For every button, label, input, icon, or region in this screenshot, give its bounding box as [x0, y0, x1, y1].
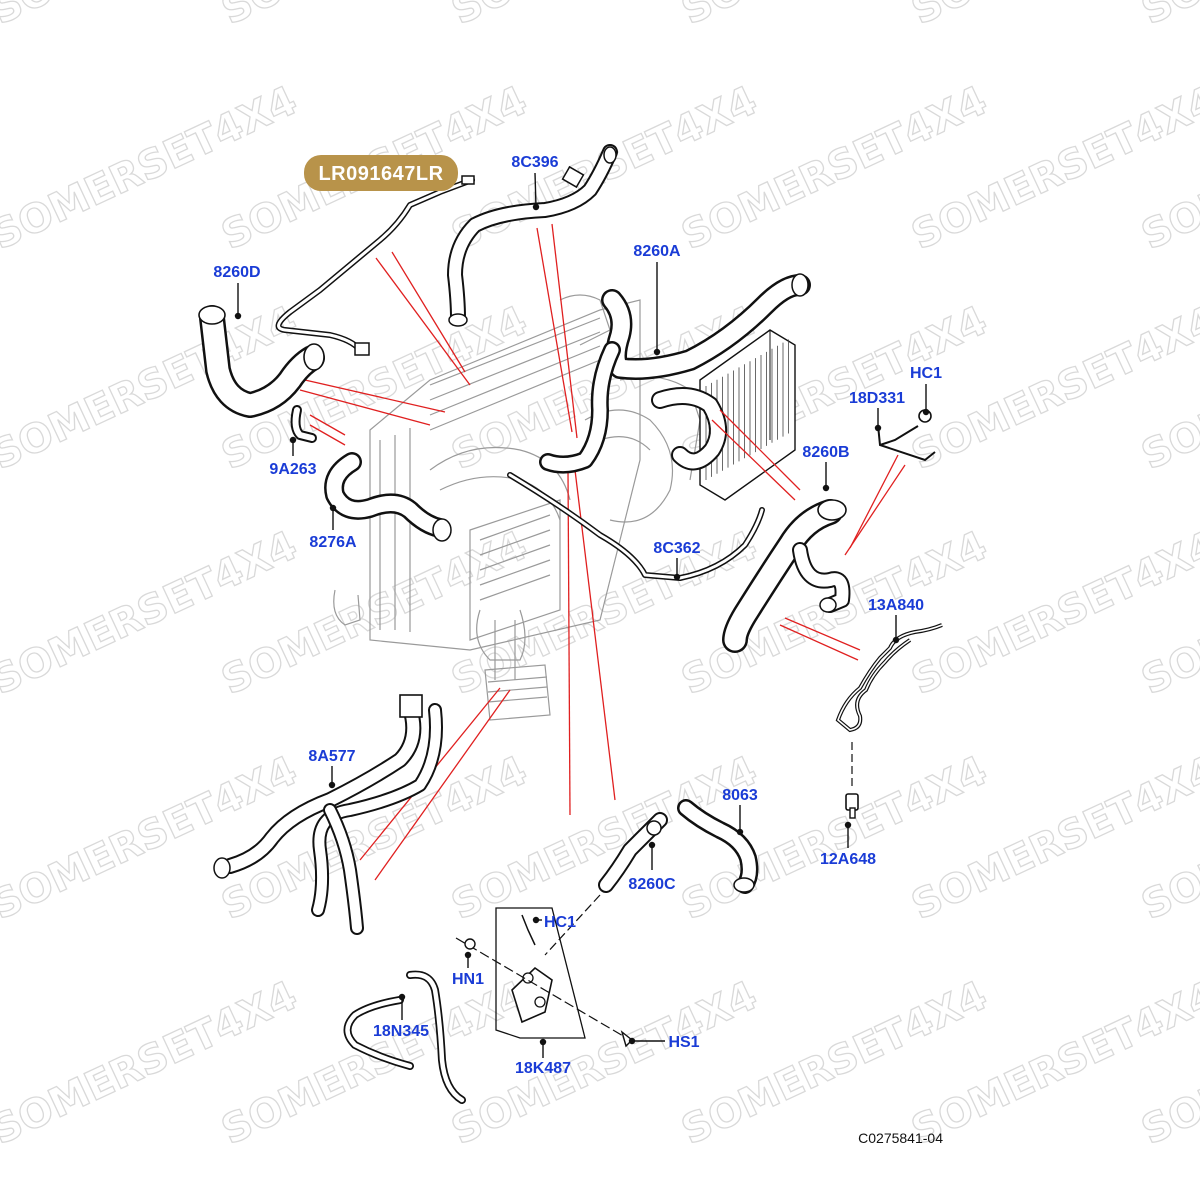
- label-18n345[interactable]: 18N345: [373, 1023, 429, 1040]
- part-number-badge[interactable]: LR091647LR: [304, 155, 458, 191]
- leaders: [234, 172, 930, 1058]
- hose-8c362[interactable]: [507, 472, 765, 581]
- valve-18k487[interactable]: [455, 907, 631, 1041]
- intercooler: [651, 329, 796, 501]
- label-8260a[interactable]: 8260A: [633, 243, 681, 260]
- hose-8260b[interactable]: [722, 499, 851, 653]
- label-8260c[interactable]: 8260C: [628, 876, 676, 893]
- sensor-12a648[interactable]: [845, 793, 859, 819]
- watermark-text: SOMERSET4X4: [1135, 0, 1200, 34]
- hose-8a577[interactable]: [213, 694, 443, 935]
- label-hs1[interactable]: HS1: [668, 1034, 699, 1051]
- hose-9a263[interactable]: [290, 405, 317, 443]
- label-8260b[interactable]: 8260B: [802, 444, 849, 461]
- label-8c396[interactable]: 8C396: [511, 154, 558, 171]
- callout-labels: 8C396 8260D 8260A HC1 18D331 9A263 8260B…: [213, 154, 942, 1077]
- label-hc1-bottom[interactable]: HC1: [544, 914, 576, 931]
- part-number-text: LR091647LR: [318, 163, 443, 185]
- fasteners: [464, 938, 634, 1048]
- label-8063[interactable]: 8063: [722, 787, 758, 804]
- label-8276a[interactable]: 8276A: [309, 534, 357, 551]
- label-8a577[interactable]: 8A577: [308, 748, 355, 765]
- callout-lines: [299, 223, 906, 881]
- hose-8260d[interactable]: [198, 305, 325, 418]
- harness-13a840[interactable]: [835, 623, 943, 790]
- label-hn1[interactable]: HN1: [452, 971, 484, 988]
- label-8c362[interactable]: 8C362: [653, 540, 700, 557]
- label-12a648[interactable]: 12A648: [820, 851, 876, 868]
- hose-18n345[interactable]: [343, 970, 466, 1104]
- label-18d331[interactable]: 18D331: [849, 390, 905, 407]
- hose-8063[interactable]: [677, 799, 759, 894]
- hose-8260c[interactable]: [544, 812, 668, 956]
- hose-8c396[interactable]: [447, 144, 618, 327]
- hose-lr091647lr[interactable]: [275, 175, 475, 356]
- label-18k487[interactable]: 18K487: [515, 1060, 571, 1077]
- diagram-code: C0275841-04: [858, 1130, 943, 1146]
- hose-8260a[interactable]: [539, 273, 811, 474]
- label-hc1-top[interactable]: HC1: [910, 365, 942, 382]
- label-13a840[interactable]: 13A840: [868, 597, 924, 614]
- label-9a263[interactable]: 9A263: [269, 461, 316, 478]
- hose-8276a[interactable]: [324, 452, 452, 542]
- label-8260d[interactable]: 8260D: [213, 264, 260, 281]
